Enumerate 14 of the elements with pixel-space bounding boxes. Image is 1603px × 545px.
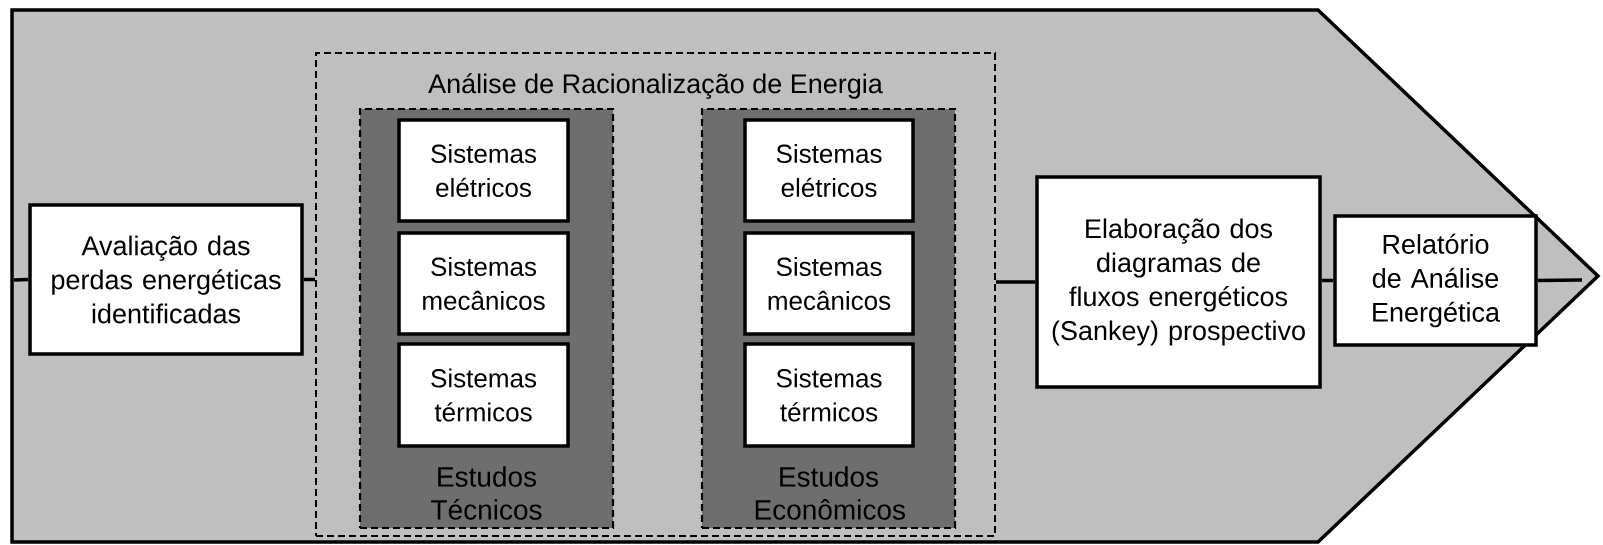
connector-line	[1537, 278, 1582, 283]
process-box: Avaliação das perdas energéticas identificadas	[28, 203, 304, 356]
process-box: Relatório de Análise Energética	[1333, 214, 1538, 347]
process-box: Elaboração dos diagramas de fluxos energéticos (Sankey) prospectivo	[1035, 175, 1322, 389]
connector-line	[996, 280, 1036, 284]
process-box: Sistemas elétricos	[397, 118, 570, 223]
process-box: Sistemas mecânicos	[397, 231, 570, 336]
process-box: Sistemas térmicos	[743, 342, 915, 448]
process-box: Sistemas mecânicos	[743, 231, 915, 336]
connector-line	[303, 277, 315, 282]
process-box: Sistemas térmicos	[397, 342, 570, 448]
connector-line	[1321, 278, 1334, 283]
connector-line	[13, 277, 29, 282]
process-box: Sistemas elétricos	[743, 118, 915, 223]
